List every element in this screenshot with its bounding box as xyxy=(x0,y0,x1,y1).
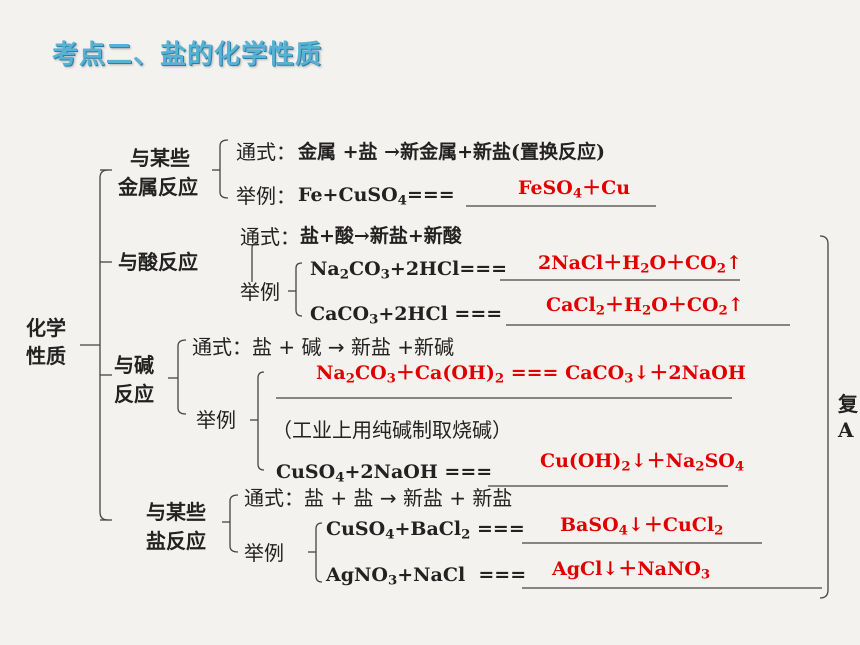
base-general: 盐 + 碱 → 新盐 +新碱 xyxy=(252,335,455,359)
acid-general: 盐+酸→新盐+新酸 xyxy=(300,225,462,247)
side-cut-text-2: A xyxy=(838,418,854,442)
base-example-label: 举例 xyxy=(196,408,236,432)
base-note: （工业上用纯碱制取烧碱） xyxy=(272,418,512,442)
metal-example-eq: Fe+CuSO4=== xyxy=(298,184,455,209)
base-label-line2: 反应 xyxy=(114,382,154,406)
metal-label-line1: 与某些 xyxy=(130,146,190,170)
acid-eq1: Na2CO3+2HCl=== xyxy=(310,258,508,283)
metal-example-label: 举例： xyxy=(236,184,296,208)
side-cut-text-1: 复 xyxy=(838,392,858,416)
salt-label-line1: 与某些 xyxy=(146,500,206,524)
page-title: 考点二、盐的化学性质 xyxy=(52,40,323,70)
salt-label-line2: 盐反应 xyxy=(146,529,206,553)
base-label-line1: 与碱 xyxy=(114,353,154,377)
acid-answer2: CaCl2＋H2O＋CO2↑ xyxy=(546,294,744,319)
root-label-line1: 化学 xyxy=(26,316,66,340)
salt-eq2: AgNO3+NaCl === xyxy=(326,564,527,589)
acid-eq2: CaCO3+2HCl === xyxy=(310,303,503,328)
metal-general: 金属 +盐 →新金属+新盐(置换反应) xyxy=(298,141,605,163)
acid-general-label: 通式： xyxy=(240,225,300,249)
salt-general: 盐 + 盐 → 新盐 + 新盐 xyxy=(304,486,513,510)
salt-answer1: BaSO4↓＋CuCl2 xyxy=(560,514,724,539)
salt-general-label: 通式： xyxy=(244,486,304,510)
base-answer1: Na2CO3＋Ca(OH)2 === CaCO3↓＋2NaOH xyxy=(316,362,746,387)
salt-answer2: AgCl↓＋NaNO3 xyxy=(552,558,711,583)
acid-example-label: 举例 xyxy=(240,280,280,304)
base-general-label: 通式： xyxy=(192,335,252,359)
root-label-line2: 性质 xyxy=(26,344,66,368)
acid-answer1: 2NaCl＋H2O＋CO2↑ xyxy=(538,252,742,277)
base-eq2: CuSO4+2NaOH === xyxy=(276,461,493,486)
metal-answer: FeSO4＋Cu xyxy=(518,177,631,202)
metal-label-line2: 金属反应 xyxy=(118,175,198,199)
acid-label: 与酸反应 xyxy=(118,250,198,274)
metal-general-label: 通式： xyxy=(236,140,296,164)
base-answer2: Cu(OH)2↓＋Na2SO4 xyxy=(540,450,745,475)
salt-example-label: 举例 xyxy=(244,541,284,565)
salt-eq1: CuSO4+BaCl2 === xyxy=(326,518,525,543)
